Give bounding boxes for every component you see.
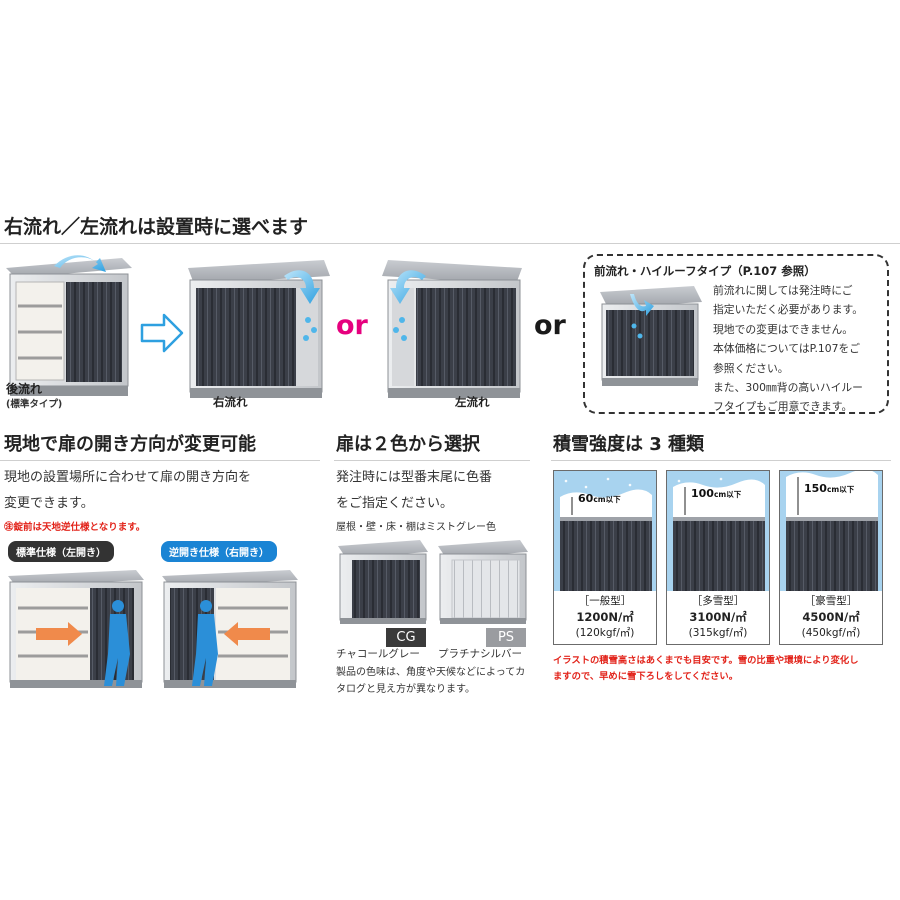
- callout-title: 前流れ・ハイルーフタイプ（P.107 参照）: [594, 264, 816, 278]
- back-flow-subcaption: (標準タイプ): [6, 399, 63, 410]
- snow-depth-unit: cm以下: [713, 490, 742, 499]
- snow-type-label: ［一般型］: [578, 595, 632, 607]
- callout-line: 本体価格についてはP.107をご: [713, 342, 861, 356]
- snow-depth-label: 150cm以下: [804, 482, 854, 495]
- color-code-ps: PS: [486, 628, 526, 647]
- reverse-spec-tag: 逆開き仕様（右開き）: [161, 541, 277, 562]
- snow-title: 積雪強度は 3 種類: [553, 434, 705, 455]
- snow-depth-value: 60: [578, 492, 594, 505]
- standard-spec-tag: 標準仕様（左開き）: [8, 541, 114, 562]
- snow-card: 150cm以下 ［豪雪型］ 4500N/㎡ (450kgf/㎡): [779, 470, 883, 645]
- color-subnote: 屋根・壁・床・棚はミストグレー色: [336, 522, 496, 533]
- left-flow-caption: 左流れ: [455, 395, 490, 409]
- color-title-rule: [334, 460, 530, 461]
- or-label-2: or: [534, 310, 566, 341]
- snow-type-label: ［多雪型］: [691, 595, 745, 607]
- charcoal-gray-label: チャコールグレー: [336, 648, 420, 660]
- snow-card-illustration: [554, 471, 656, 591]
- door-title: 現地で扉の開き方向が変更可能: [4, 434, 256, 455]
- color-description-line: をご指定ください。: [336, 496, 454, 511]
- color-title: 扉は２色から選択: [336, 434, 480, 455]
- flow-title-rule: [0, 243, 900, 244]
- snow-kgf-value: (120kgf/㎡): [575, 627, 635, 639]
- snow-card-illustration: [667, 471, 769, 591]
- snow-warning-line: イラストの積雪高さはあくまでも目安です。雪の比重や環境により変化し: [553, 655, 859, 666]
- door-description-line: 現地の設置場所に合わせて扉の開き方向を: [4, 470, 252, 485]
- shed-right-opening-image: [162, 570, 298, 688]
- shed-left-flow-image: [382, 260, 522, 398]
- snow-depth-unit: cm以下: [593, 495, 621, 504]
- callout-body: 前流れに関しては発注時にご 指定いただく必要があります。 現地での変更はできませ…: [713, 281, 863, 417]
- snow-card: 60cm以下 ［一般型］ 1200N/㎡ (120kgf/㎡): [553, 470, 657, 645]
- callout-line: 参照ください。: [713, 361, 789, 375]
- front-flow-callout: [583, 254, 889, 414]
- snow-strength-value: 1200N/㎡: [576, 610, 634, 624]
- callout-line: 前流れに関しては発注時にご: [713, 284, 853, 297]
- snow-strength-value: 3100N/㎡: [689, 610, 747, 624]
- door-description: 現地の設置場所に合わせて扉の開き方向を 変更できます。: [4, 465, 251, 517]
- back-flow-caption: 後流れ: [6, 382, 43, 396]
- right-flow-caption: 右流れ: [213, 395, 248, 409]
- callout-line: 現地での変更はできません。: [713, 322, 854, 336]
- snow-warning: イラストの積雪高さはあくまでも目安です。雪の比重や環境により変化し ますので、早…: [553, 653, 859, 685]
- snow-depth-value: 100: [691, 487, 714, 500]
- snow-depth-unit: cm以下: [826, 485, 855, 494]
- snow-kgf-value: (450kgf/㎡): [801, 627, 861, 639]
- callout-line: また、300㎜背の高いハイルー: [713, 381, 863, 395]
- callout-line: 指定いただく必要があります。: [713, 303, 864, 317]
- shed-charcoal-gray-image: [338, 540, 428, 624]
- snow-warning-line: ますので、早めに雪下ろしをしてください。: [553, 671, 739, 682]
- snow-card-illustration: [780, 471, 882, 591]
- shed-left-opening-image: [8, 570, 144, 688]
- color-variance-line: タログと見え方が異なります。: [336, 684, 475, 695]
- shed-platinum-silver-image: [438, 540, 528, 624]
- or-label-1: or: [336, 310, 368, 341]
- snow-strength-value: 4500N/㎡: [802, 610, 860, 624]
- shed-right-flow-image: [188, 260, 330, 398]
- snow-depth-value: 150: [804, 482, 827, 495]
- color-variance-line: 製品の色味は、角度や天候などによってカ: [336, 667, 526, 678]
- snow-depth-label: 100cm以下: [691, 487, 741, 500]
- door-description-line: 変更できます。: [4, 496, 94, 511]
- platinum-silver-label: プラチナシルバー: [438, 648, 522, 660]
- snow-type-label: ［豪雪型］: [804, 595, 858, 607]
- color-description-line: 発注時には型番末尾に色番: [336, 470, 493, 485]
- flow-title: 右流れ／左流れは設置時に選べます: [4, 216, 309, 238]
- lock-note: ㊟錠前は天地逆仕様となります。: [4, 522, 146, 533]
- color-description: 発注時には型番末尾に色番 をご指定ください。: [336, 465, 492, 517]
- color-code-cg: CG: [386, 628, 426, 647]
- color-variance-note: 製品の色味は、角度や天候などによってカ タログと見え方が異なります。: [336, 664, 525, 698]
- shed-back-flow-image: [6, 255, 132, 396]
- door-title-rule: [0, 460, 320, 461]
- snow-depth-label: 60cm以下: [578, 492, 621, 505]
- snow-title-rule: [551, 460, 891, 461]
- snow-kgf-value: (315kgf/㎡): [688, 627, 748, 639]
- snow-card: 100cm以下 ［多雪型］ 3100N/㎡ (315kgf/㎡): [666, 470, 770, 645]
- shed-front-flow-image: [600, 286, 702, 386]
- callout-line: フタイプもご用意できます。: [713, 400, 853, 414]
- arrow-right-icon: [140, 313, 184, 353]
